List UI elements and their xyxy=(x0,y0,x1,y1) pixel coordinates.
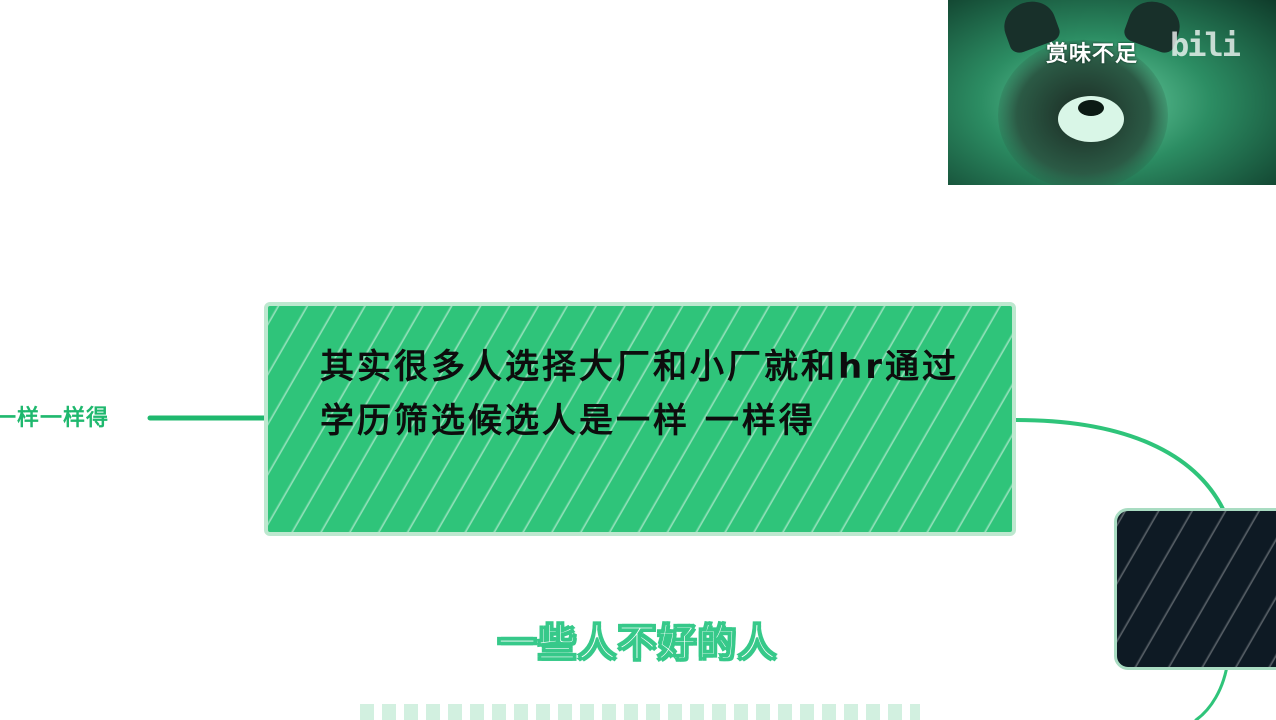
left-node-fragment: 一样一样得 xyxy=(0,406,110,431)
main-node-text: 其实很多人选择大厂和小厂就和hr通过学历筛选候选人是一样 一样得 xyxy=(320,347,959,441)
main-mindmap-node: 其实很多人选择大厂和小厂就和hr通过学历筛选候选人是一样 一样得 xyxy=(264,302,1016,536)
dark-mindmap-node xyxy=(1114,508,1276,670)
right-connector-curve xyxy=(1014,418,1230,522)
video-subtitle: 一些人不好的人 xyxy=(497,621,778,666)
bilibili-logo: bili xyxy=(1170,26,1241,64)
blurred-bottom-text xyxy=(360,704,920,720)
webcam-caption: 赏味不足 xyxy=(1046,42,1139,67)
avatar-nose xyxy=(1078,100,1104,116)
webcam-overlay: 赏味不足 bili xyxy=(948,0,1276,185)
